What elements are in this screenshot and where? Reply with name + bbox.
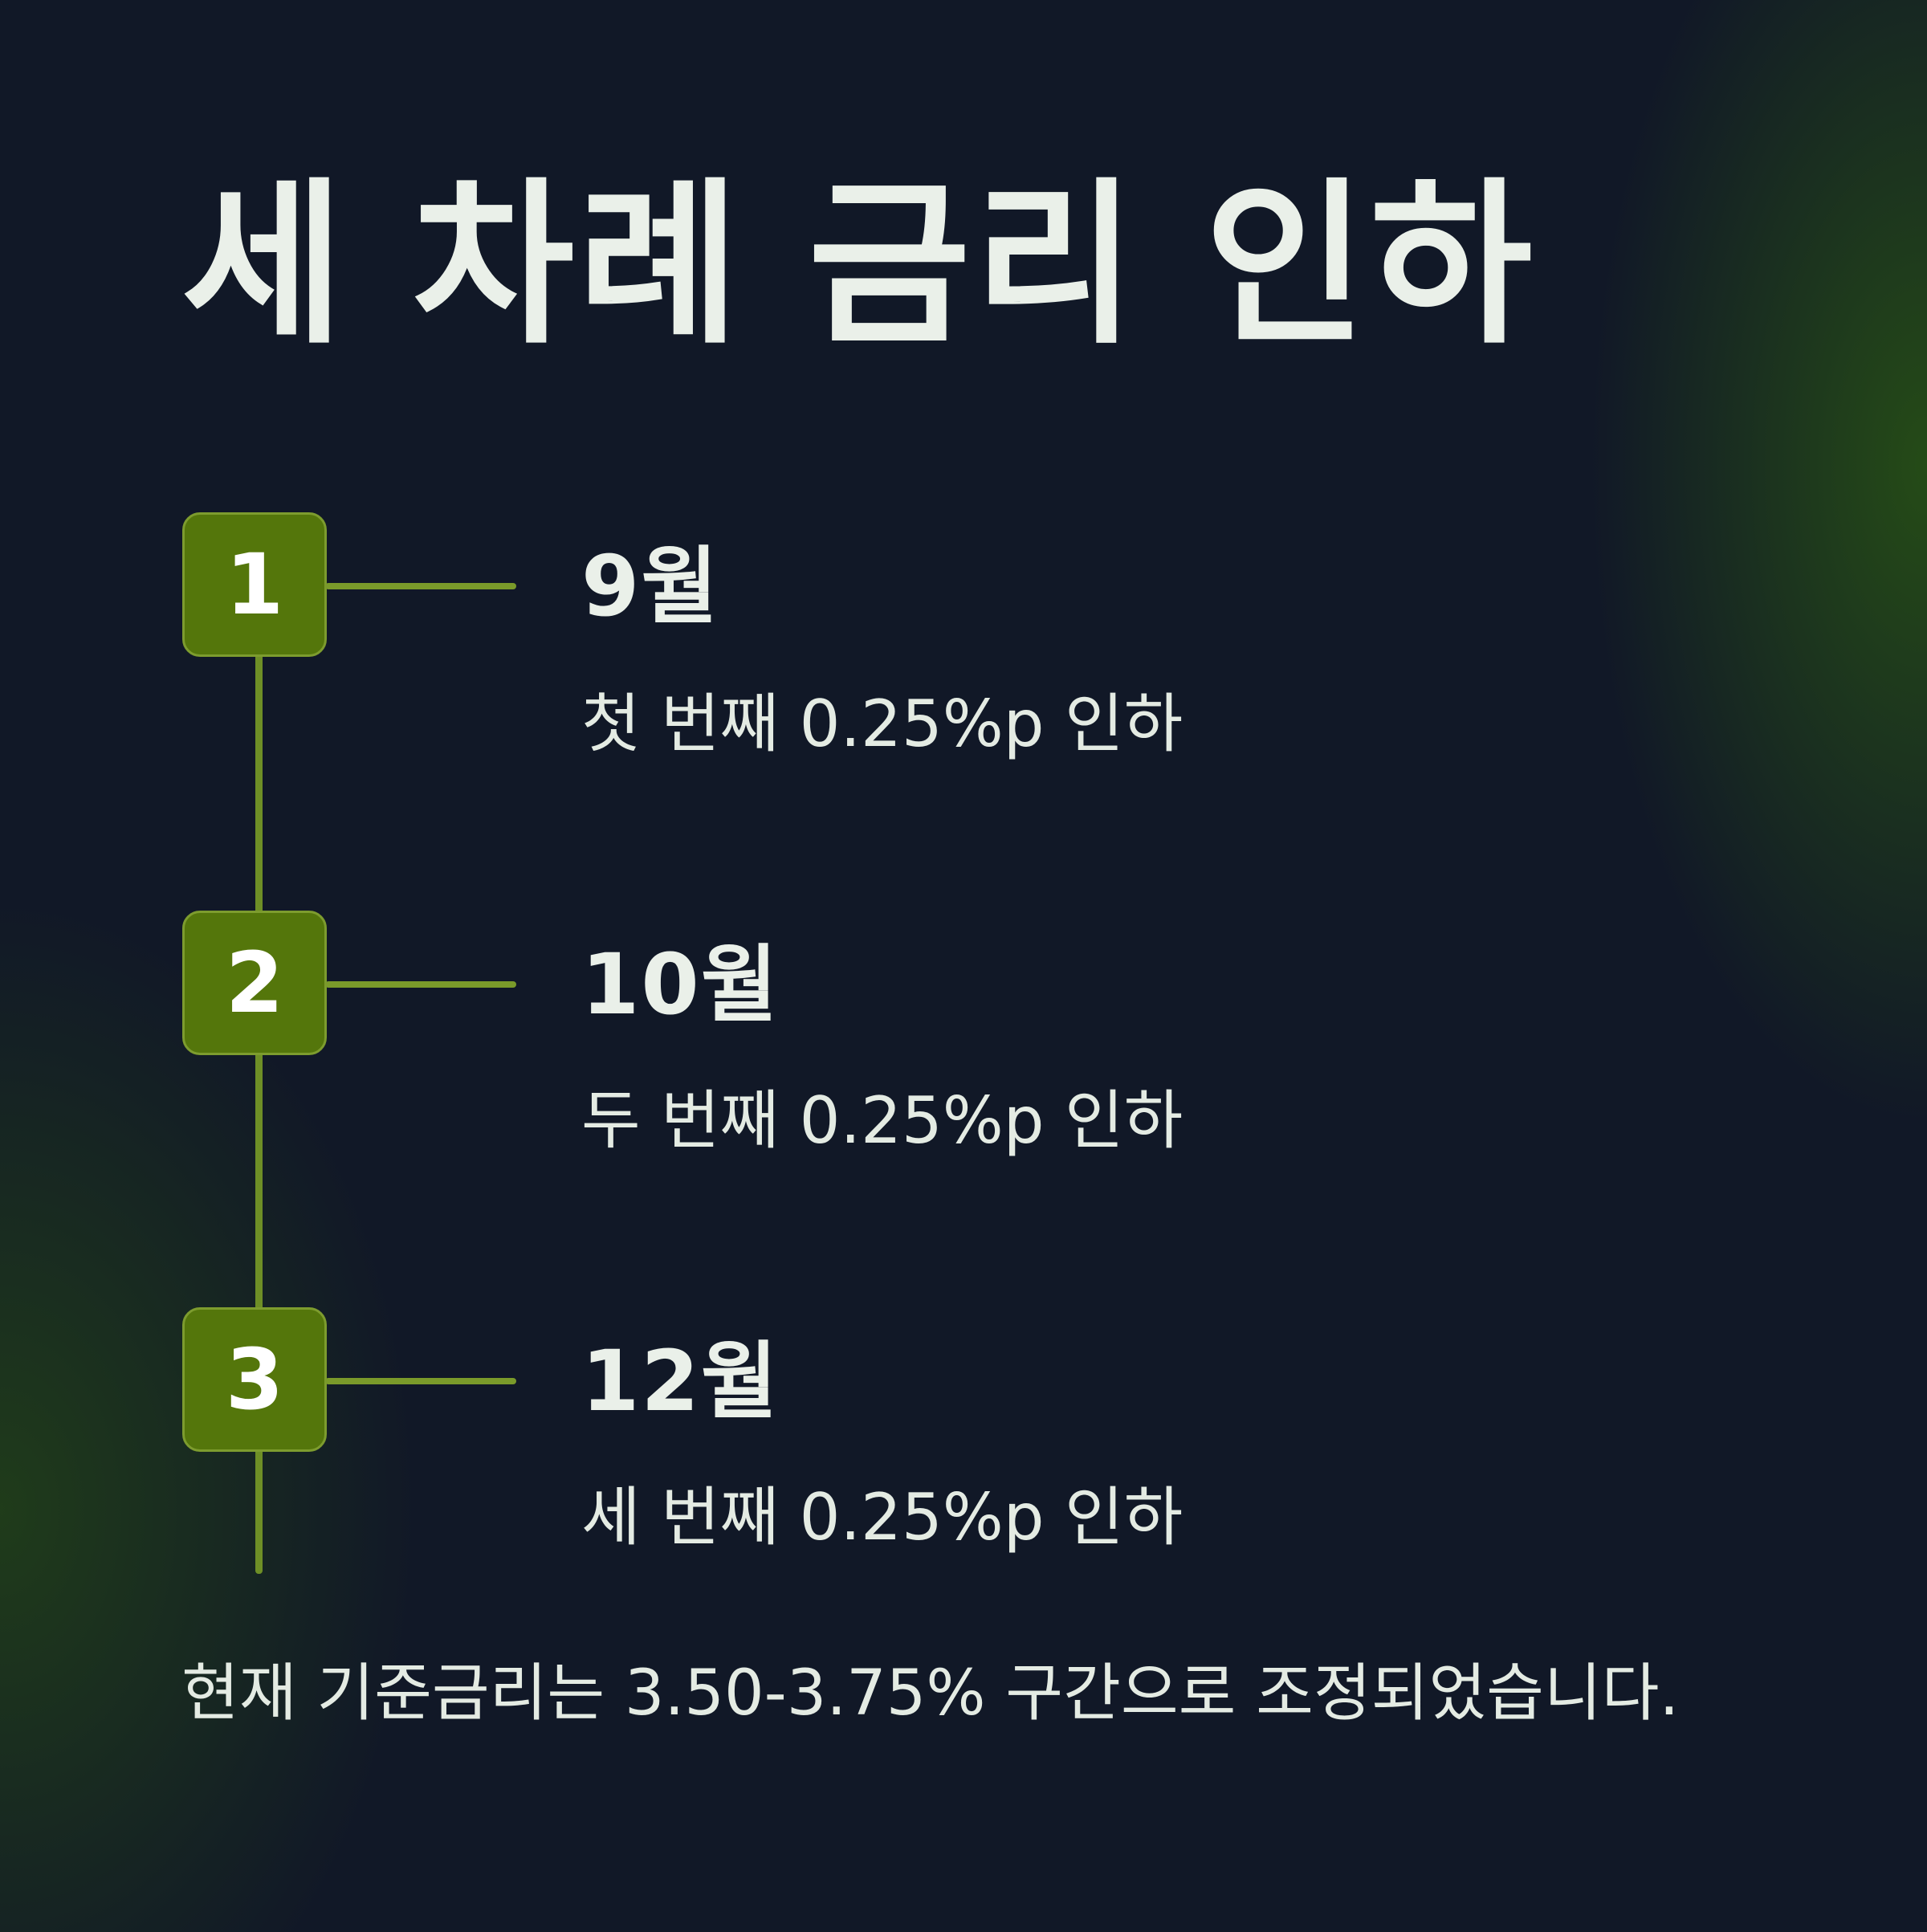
- summary-text: 현재 기준금리는 3.50-3.75% 구간으로 조정되었습니다.: [181, 1657, 1680, 1730]
- step-number: 2: [225, 934, 284, 1032]
- timeline-connector: [325, 981, 516, 988]
- step-description: 첫 번째 0.25%p 인하: [581, 687, 1183, 761]
- step-month: 9월: [581, 537, 720, 635]
- step-description: 세 번째 0.25%p 인하: [581, 1480, 1183, 1555]
- step-description: 두 번째 0.25%p 인하: [581, 1083, 1183, 1158]
- step-number: 3: [225, 1331, 284, 1429]
- timeline-connector: [325, 1378, 516, 1384]
- page-title: 세 차례 금리 인하: [181, 162, 1536, 368]
- step-month: 12월: [581, 1332, 780, 1430]
- step-number-badge: 3: [182, 1307, 327, 1452]
- step-month: 10월: [581, 935, 780, 1033]
- step-number: 1: [225, 536, 284, 634]
- step-number-badge: 1: [182, 512, 327, 657]
- step-number-badge: 2: [182, 911, 327, 1055]
- timeline-vertical-line: [255, 642, 263, 1574]
- timeline-connector: [325, 583, 516, 589]
